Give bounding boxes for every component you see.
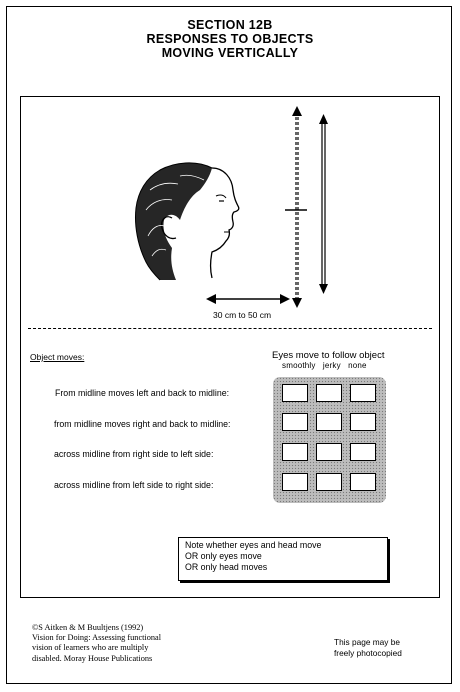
note-line-3: OR only head moves (185, 562, 268, 572)
checkbox-r2-none[interactable] (350, 413, 376, 431)
vertical-path-dashed (285, 112, 307, 302)
distance-arrowheads (206, 294, 290, 304)
checkbox-r3-jerky[interactable] (316, 443, 342, 461)
column-none: none (348, 361, 367, 370)
checkbox-r4-none[interactable] (350, 473, 376, 491)
title-line-1: SECTION 12B (187, 18, 273, 32)
checkbox-r2-jerky[interactable] (316, 413, 342, 431)
dashed-divider (28, 328, 432, 329)
column-headers: smoothly jerky none (282, 361, 367, 370)
assessment-panel (20, 96, 440, 598)
checkbox-r1-none[interactable] (350, 384, 376, 402)
checkbox-r1-jerky[interactable] (316, 384, 342, 402)
title-line-3: MOVING VERTICALLY (161, 46, 299, 60)
solid-path-arrowheads (319, 114, 328, 294)
credit-line-2: Vision for Doing: Assessing functional (32, 633, 162, 643)
checkbox-r3-none[interactable] (350, 443, 376, 461)
response-grid (273, 377, 386, 503)
column-jerky: jerky (322, 361, 341, 370)
photocopy-line-1: This page may be (334, 637, 400, 647)
photocopy-line-2: freely photocopied (334, 648, 402, 658)
eyes-follow-heading: Eyes move to follow object (272, 350, 385, 361)
column-smoothly: smoothly (282, 361, 316, 370)
distance-label: 30 cm to 50 cm (213, 310, 272, 320)
section-title: SECTION 12B RESPONSES TO OBJECTS MOVING … (0, 18, 460, 60)
credit-line-4: disabled. Moray House Publications (32, 653, 153, 663)
credit-line-1: ©S Aitken & M Buultjens (1992) (32, 623, 144, 632)
note-line-2: OR only eyes move (185, 551, 262, 561)
page-border (6, 6, 452, 684)
checkbox-r4-jerky[interactable] (316, 473, 342, 491)
copyright-credit: ©S Aitken & M Buultjens (1992) Vision fo… (32, 623, 161, 664)
note-line-1: Note whether eyes and head move (185, 540, 322, 550)
note-box: Note whether eyes and head move OR only … (178, 537, 388, 581)
checkbox-r3-smoothly[interactable] (282, 443, 308, 461)
vertical-path-arrowheads (292, 106, 302, 308)
photocopy-notice: This page may be freely photocopied (334, 637, 402, 659)
checkbox-r4-smoothly[interactable] (282, 473, 308, 491)
row-label-4: across midline from left side to right s… (54, 480, 214, 490)
row-label-2: from midline moves right and back to mid… (54, 419, 231, 429)
credit-line-3: vision of learners who are multiply (32, 643, 149, 653)
title-line-2: RESPONSES TO OBJECTS (146, 32, 314, 46)
row-label-3: across midline from right side to left s… (54, 449, 214, 459)
vertical-path-solid (321, 122, 326, 286)
checkbox-r2-smoothly[interactable] (282, 413, 308, 431)
object-moves-label: Object moves: (30, 352, 85, 362)
hair-texture-icon (145, 174, 205, 257)
hair-shading-icon (135, 162, 212, 280)
checkbox-r1-smoothly[interactable] (282, 384, 308, 402)
row-label-1: From midline moves left and back to midl… (55, 388, 230, 398)
